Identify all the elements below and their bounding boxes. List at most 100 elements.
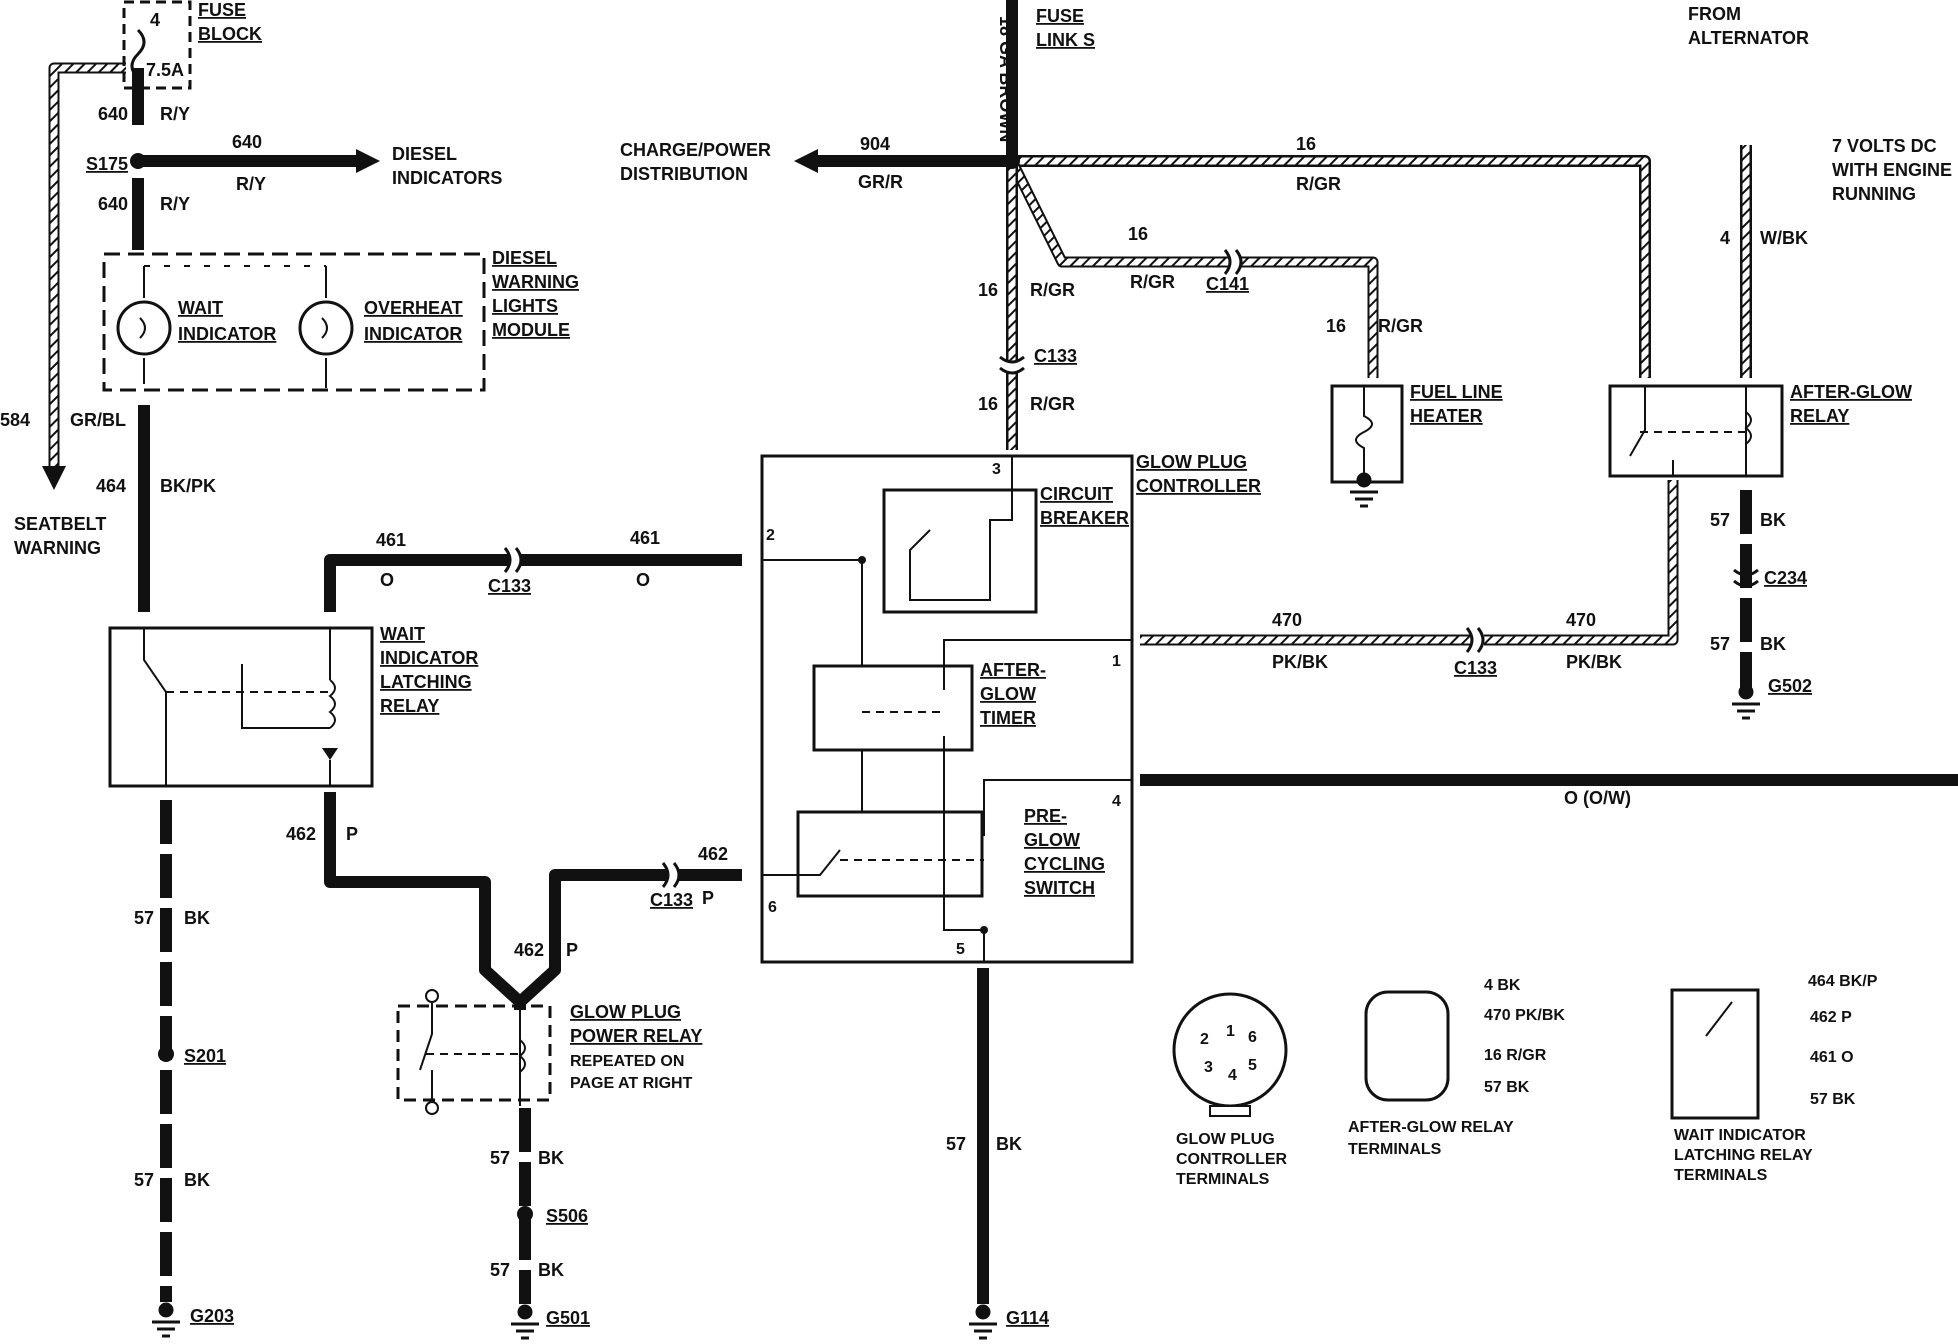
fuse-block-label-1: FUSE <box>198 0 246 20</box>
wire-462-label-3: 462 <box>514 940 544 960</box>
grounds <box>152 472 1760 1340</box>
gpc-pin-2: 2 <box>766 527 775 544</box>
gpc-term-pin-6: 6 <box>1248 1029 1257 1046</box>
connector-c133-461 <box>503 547 523 573</box>
diesel-indicators-2: INDICATORS <box>392 168 502 188</box>
ground-g114-label: G114 <box>1006 1308 1049 1328</box>
pgcs-label-4: SWITCH <box>1024 878 1095 898</box>
wire-640-label-2: 640 <box>232 132 262 152</box>
wire-57-label-r2: 57 <box>1710 634 1730 654</box>
wire-pkbk-label-2: PK/BK <box>1566 652 1622 672</box>
connector-c133-462 <box>661 862 681 888</box>
gpc-term-pin-3: 3 <box>1204 1059 1213 1076</box>
ground-g203-label: G203 <box>190 1306 234 1326</box>
c141-label: C141 <box>1206 274 1249 294</box>
wire-o-label-1: O <box>380 570 394 590</box>
fuse-rating: 7.5A <box>146 60 184 80</box>
overheat-label-1: OVERHEAT <box>364 298 463 318</box>
wait-ind-label-1: WAIT <box>178 298 223 318</box>
connector-c133-470 <box>1465 627 1485 653</box>
connector-c141 <box>1223 249 1243 275</box>
c133-label-4: C133 <box>1454 658 1497 678</box>
connector-c234 <box>1733 568 1759 588</box>
volts-2: WITH ENGINE <box>1832 160 1952 180</box>
volts-3: RUNNING <box>1832 184 1916 204</box>
wire-640-label-1: 640 <box>98 104 128 124</box>
agt-label-3: TIMER <box>980 708 1036 728</box>
wire-16-label-2: 16 <box>1128 224 1148 244</box>
wire-rgr-label-3: R/GR <box>1030 280 1075 300</box>
wire-bk-label-m2: BK <box>538 1260 564 1280</box>
pgcs-label-3: CYCLING <box>1024 854 1105 874</box>
wire-bk-label-l2: BK <box>184 1170 210 1190</box>
pgcs-label-1: PRE- <box>1024 806 1067 826</box>
wire-904-label: 904 <box>860 134 890 154</box>
arrow-head <box>794 149 818 173</box>
wire-461-label-1: 461 <box>376 530 406 550</box>
wilr-term-pin-2: 462 P <box>1810 1009 1852 1026</box>
ground-heater <box>1350 472 1378 508</box>
overheat-label-2: INDICATOR <box>364 324 462 344</box>
agr-term-pin-3: 16 R/GR <box>1484 1047 1547 1064</box>
agr-terminal-view <box>1364 990 1450 1102</box>
wire-rgr-label-2: R/GR <box>1130 272 1175 292</box>
wire-470-label-2: 470 <box>1566 610 1596 630</box>
gpc-term-label-1: GLOW PLUG <box>1176 1131 1275 1148</box>
wire-pkbk-label-1: PK/BK <box>1272 652 1328 672</box>
wire-57-label-m1: 57 <box>490 1148 510 1168</box>
wire-bk-label-r1: BK <box>1760 510 1786 530</box>
ground-g502 <box>1732 684 1760 720</box>
wire-16-label-1: 16 <box>1296 134 1316 154</box>
fuse-link-ga: 18 GA BROWN <box>996 16 1016 142</box>
wire-462-label-1: 462 <box>286 824 316 844</box>
wire-57-label-l1: 57 <box>134 908 154 928</box>
fuse-block <box>122 0 192 90</box>
wilr-label-3: LATCHING <box>380 672 472 692</box>
splice-s175-label: S175 <box>86 154 128 174</box>
agr-term-label-2: TERMINALS <box>1348 1141 1442 1158</box>
pre-glow-cycling-switch <box>796 810 984 898</box>
wire-oow-label: O (O/W) <box>1564 788 1631 808</box>
agr-label-2: RELAY <box>1790 406 1849 426</box>
agt-label-1: AFTER- <box>980 660 1046 680</box>
wire-461-label-2: 461 <box>630 528 660 548</box>
wire-o-label-2: O <box>636 570 650 590</box>
wire-rgr-label-4: R/GR <box>1030 394 1075 414</box>
flh-label-2: HEATER <box>1410 406 1483 426</box>
connector-c133-16 <box>999 355 1025 375</box>
wilr-term-label-1: WAIT INDICATOR <box>1674 1127 1806 1144</box>
wire-bk-label-c: BK <box>996 1134 1022 1154</box>
wilr-label-1: WAIT <box>380 624 425 644</box>
gpc-pin-6: 6 <box>768 899 777 916</box>
gpc-term-label-2: CONTROLLER <box>1176 1151 1288 1168</box>
fuel-line-heater <box>1330 384 1404 484</box>
wire-16-rgr <box>1006 155 1651 450</box>
gpc-label-1: GLOW PLUG <box>1136 452 1247 472</box>
splice-s506 <box>517 1206 533 1222</box>
wire-461 <box>324 554 510 612</box>
gpc-term-label-3: TERMINALS <box>1176 1171 1270 1188</box>
after-glow-timer <box>812 664 974 752</box>
fuse-link-2: LINK S <box>1036 30 1095 50</box>
ground-g203 <box>152 1302 180 1338</box>
wire-rgr-label-1: R/GR <box>1296 174 1341 194</box>
relay-coil-icon <box>328 679 336 729</box>
wire-rgr-label-5: R/GR <box>1378 316 1423 336</box>
wire-16-label-3: 16 <box>978 280 998 300</box>
splice-top <box>1004 153 1020 169</box>
gpc-term-pin-1: 1 <box>1226 1023 1235 1040</box>
splice-s201-label: S201 <box>184 1046 226 1066</box>
flh-label-1: FUEL LINE <box>1410 382 1503 402</box>
seatbelt-label-1: SEATBELT <box>14 514 106 534</box>
wire-470-label-1: 470 <box>1272 610 1302 630</box>
wire-57-label-m2: 57 <box>490 1260 510 1280</box>
wire-ry-label-2: R/Y <box>236 174 266 194</box>
wire-57-label-c: 57 <box>946 1134 966 1154</box>
gpc-pin-4: 4 <box>1112 793 1121 810</box>
wire-16-label-5: 16 <box>1326 316 1346 336</box>
gpc-pin-5: 5 <box>956 941 965 958</box>
dwlm-label-2: WARNING <box>492 272 579 292</box>
wire-57-label-l2: 57 <box>134 1170 154 1190</box>
from-alt-1: FROM <box>1688 4 1741 24</box>
volts-1: 7 VOLTS DC <box>1832 136 1937 156</box>
